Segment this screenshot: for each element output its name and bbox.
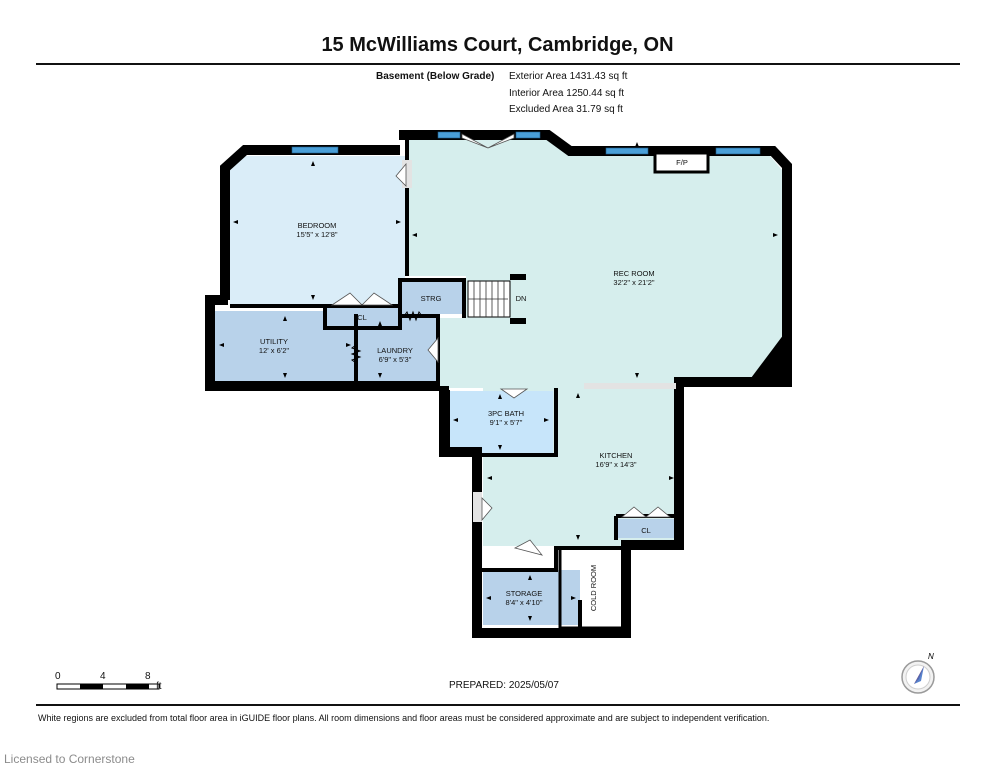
- kitchen-name: KITCHEN: [600, 451, 633, 460]
- windows: [291, 131, 761, 155]
- footer-rule: [36, 704, 960, 706]
- bedroom-dims: 15'5" x 12'8": [296, 230, 337, 239]
- excluded-area: Excluded Area 31.79 sq ft: [509, 104, 623, 115]
- title-rule: [36, 63, 960, 65]
- laundry-name: LAUNDRY: [377, 346, 413, 355]
- utility-name: UTILITY: [260, 337, 288, 346]
- rec-room-floor: [408, 140, 782, 388]
- stairs-dn-label: DN: [516, 294, 527, 303]
- rec-room-dims: 32'2" x 21'2": [613, 278, 654, 287]
- bath-floor: [449, 391, 553, 454]
- laundry-dims: 6'9" x 5'3": [379, 355, 412, 364]
- closet-bedroom-name: CL: [357, 313, 367, 322]
- zigzag-symbol: [403, 310, 423, 322]
- dimension-arrows: [219, 142, 778, 621]
- bath-dims: 9'1" x 5'7": [490, 418, 523, 427]
- scale-unit: ft: [156, 681, 162, 692]
- fireplace-label: F/P: [676, 158, 688, 167]
- cold-room-name: COLD ROOM: [589, 565, 598, 611]
- closet-kitchen-floor: [618, 519, 676, 538]
- storage-dims: 8'4" x 4'10": [506, 598, 543, 607]
- bedroom-floor: [230, 156, 405, 306]
- bedroom-name: BEDROOM: [298, 221, 337, 230]
- prepared-date: PREPARED: 2025/05/07: [449, 680, 559, 691]
- scale-bar: [56, 683, 160, 690]
- corner-wedge: [745, 330, 787, 386]
- license-watermark: Licensed to Cornerstone: [4, 752, 135, 766]
- compass-label: N: [928, 652, 934, 661]
- compass-icon: [901, 660, 935, 694]
- cold-room-outline: [558, 548, 626, 630]
- exterior-area: Exterior Area 1431.43 sq ft: [509, 71, 628, 82]
- cold-room-floor: [581, 548, 621, 628]
- rec-kitchen-opening: [584, 383, 676, 389]
- closet-kitchen-name: CL: [641, 526, 651, 535]
- interior-area: Interior Area 1250.44 sq ft: [509, 88, 625, 99]
- scale-tick-0: 0: [55, 671, 61, 682]
- strg-floor: [400, 282, 462, 314]
- zigzag-symbol: [350, 344, 362, 364]
- bath-name: 3PC BATH: [488, 409, 524, 418]
- scale-tick-4: 4: [100, 671, 106, 682]
- stairs: [467, 274, 526, 324]
- utility-dims: 12' x 6'2": [259, 346, 289, 355]
- kitchen-dims: 16'9" x 14'3": [595, 460, 636, 469]
- level-name: Basement (Below Grade): [376, 71, 495, 82]
- bedroom-door-opening: [402, 160, 412, 188]
- page-title: 15 McWilliams Court, Cambridge, ON: [321, 34, 674, 56]
- strg-name: STRG: [421, 294, 442, 303]
- door-swings: [330, 133, 672, 556]
- storage-name: STORAGE: [506, 589, 543, 598]
- rec-room-name: REC ROOM: [613, 269, 654, 278]
- fireplace-box: [653, 151, 710, 174]
- disclaimer-text: White regions are excluded from total fl…: [38, 713, 770, 723]
- kitchen-side-opening: [473, 492, 482, 522]
- scale-tick-8: 8: [145, 671, 151, 682]
